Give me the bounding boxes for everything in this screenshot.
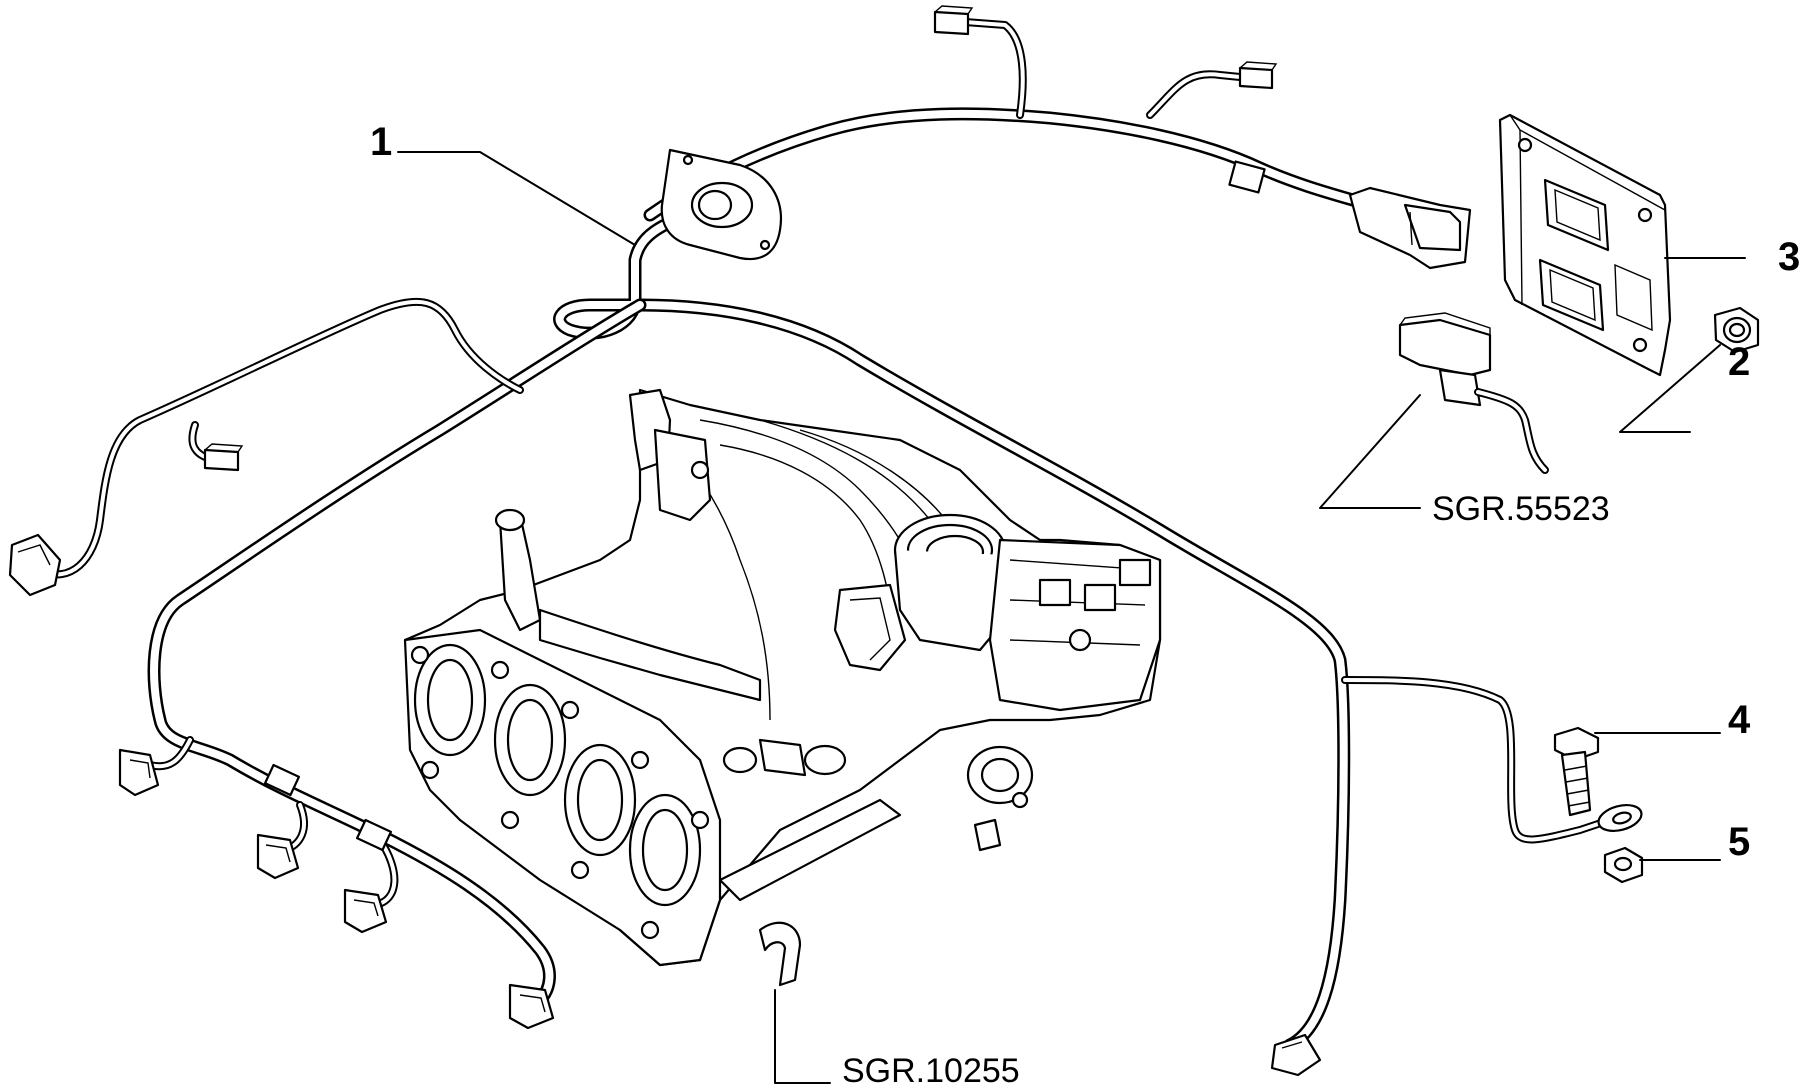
injector-connector-4	[508, 983, 555, 1030]
callout-2: 2	[1728, 340, 1750, 384]
ecu-control-unit[interactable]	[1498, 113, 1672, 377]
intake-manifold	[403, 388, 1162, 987]
callout-1: 1	[370, 120, 392, 164]
bottom-right-connector	[1270, 1033, 1322, 1077]
callout-4: 4	[1728, 698, 1751, 742]
grommet-plate	[660, 148, 783, 261]
injector-connector-2	[256, 833, 300, 880]
nut[interactable]	[1713, 306, 1760, 354]
injector-connector-3	[343, 888, 388, 934]
left-connector	[8, 533, 62, 597]
injector-connector-1	[118, 748, 160, 797]
bolt[interactable]	[1553, 726, 1600, 817]
callout-5: 5	[1728, 820, 1750, 864]
leader-lines	[397, 151, 1746, 1084]
right-harness-connector	[1348, 186, 1472, 270]
upper-right-small-connector	[1238, 61, 1278, 90]
top-connector	[933, 5, 974, 36]
reference-sgr-55523: SGR.55523	[1432, 490, 1610, 528]
ring-terminal	[1597, 803, 1643, 833]
sensor-connector	[1398, 312, 1549, 474]
small-nut[interactable]	[1603, 846, 1644, 884]
callout-3: 3	[1778, 235, 1800, 279]
left-small-connector	[203, 443, 244, 472]
wiring-harness[interactable]	[36, 18, 1614, 1052]
reference-sgr-10255: SGR.10255	[842, 1052, 1020, 1089]
